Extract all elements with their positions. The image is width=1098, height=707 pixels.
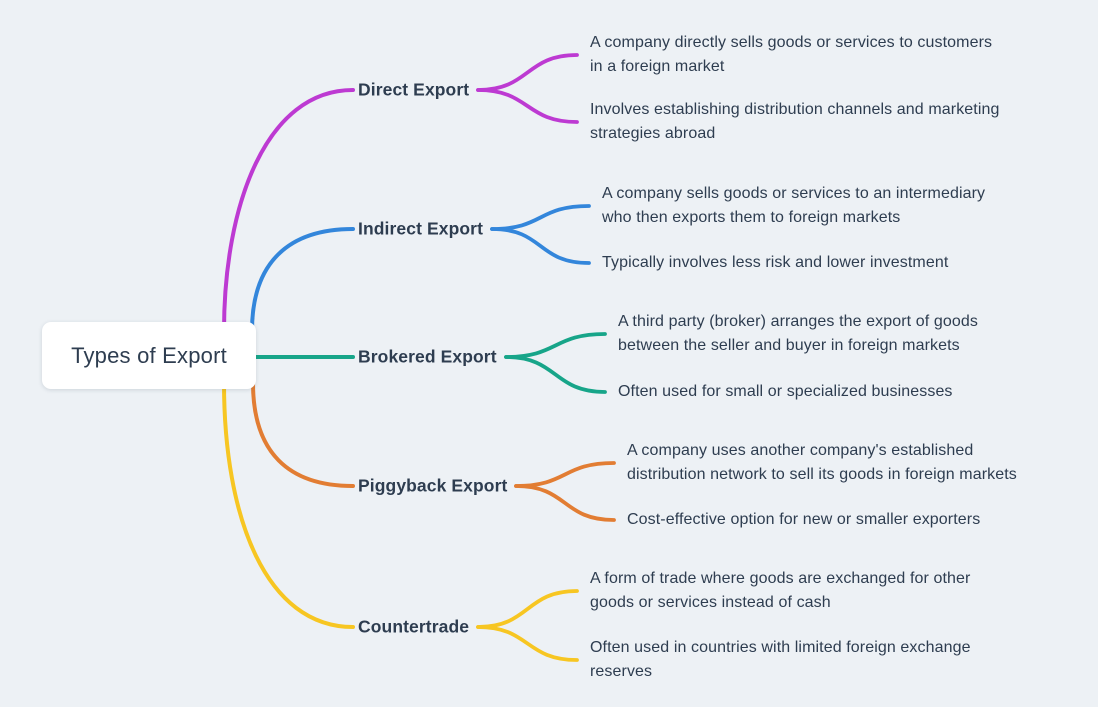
branch-label-direct-export: Direct Export: [358, 79, 470, 100]
root-node: Types of Export: [42, 322, 256, 389]
edge-root-branch-0: [222, 88, 355, 333]
edge-branch-1-leaf-1: [490, 227, 591, 265]
leaf-indirect-export-1: A company sells goods or services to an …: [602, 185, 986, 226]
edge-root-branch-1: [250, 227, 355, 333]
edge-branch-0-leaf-1: [476, 88, 579, 124]
leaf-indirect-export-2: Typically involves less risk and lower i…: [602, 254, 949, 271]
edge-branch-4-leaf-0: [476, 589, 579, 629]
leaf-countertrade-1: A form of trade where goods are exchange…: [590, 570, 971, 611]
edge-root-branch-3: [251, 381, 355, 488]
edge-root-branch-4: [222, 381, 355, 629]
leaf-piggyback-export-1: A company uses another company's establi…: [627, 442, 1017, 483]
edge-branch-3-leaf-0: [514, 461, 616, 488]
leaf-direct-export-2: Involves establishing distribution chann…: [590, 101, 1000, 142]
branch-label-indirect-export: Indirect Export: [358, 218, 483, 239]
root-node-label: Types of Export: [71, 342, 227, 368]
edge-branch-2-leaf-0: [504, 332, 607, 359]
edge-branch-1-leaf-0: [490, 204, 591, 231]
leaf-brokered-export-2: Often used for small or specialized busi…: [618, 383, 953, 400]
leaf-countertrade-2: Often used in countries with limited for…: [590, 639, 971, 680]
leaf-direct-export-1: A company directly sells goods or servic…: [590, 34, 993, 75]
edge-branch-4-leaf-1: [476, 625, 579, 662]
edge-branch-2-leaf-1: [504, 355, 607, 394]
leaf-brokered-export-1: A third party (broker) arranges the expo…: [618, 313, 978, 354]
edge-branch-3-leaf-1: [514, 484, 616, 522]
branch-label-countertrade: Countertrade: [358, 616, 470, 637]
leaf-piggyback-export-2: Cost-effective option for new or smaller…: [627, 511, 981, 528]
edge-branch-0-leaf-0: [476, 53, 579, 92]
branch-label-brokered-export: Brokered Export: [358, 346, 497, 367]
branch-label-piggyback-export: Piggyback Export: [358, 475, 508, 496]
